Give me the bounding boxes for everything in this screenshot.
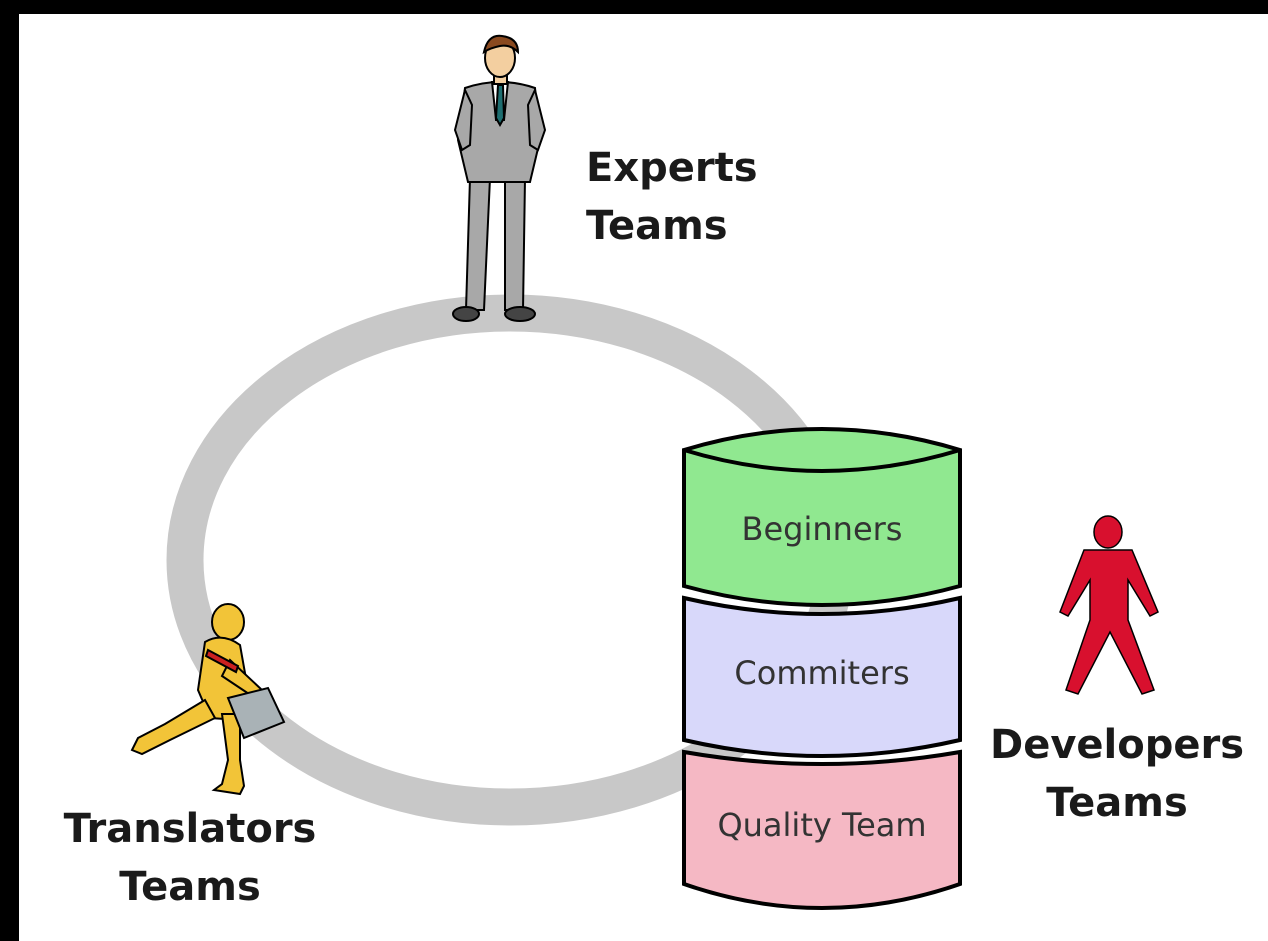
translators-label: Translators Teams xyxy=(40,800,340,916)
commiters-label: Commiters xyxy=(734,654,909,692)
commiters-band xyxy=(682,595,962,758)
translators-label-line-1: Translators xyxy=(63,806,317,852)
developer-figure-icon xyxy=(1059,515,1159,695)
stack-layer-commiters: Commiters xyxy=(682,595,962,758)
experts-label: Experts Teams xyxy=(586,139,758,255)
experts-label-line-2: Teams xyxy=(586,203,728,249)
translators-label-line-2: Teams xyxy=(119,864,261,910)
team-stack: Quality Team Commiters Beginners xyxy=(682,427,962,910)
quality-team-label: Quality Team xyxy=(717,806,926,844)
experts-label-line-1: Experts xyxy=(586,145,758,191)
stack-layer-quality-team: Quality Team xyxy=(682,749,962,910)
expert-figure-icon xyxy=(452,34,547,322)
translator-figure-icon xyxy=(130,603,286,796)
stack-layer-beginners: Beginners xyxy=(682,427,962,607)
beginners-band xyxy=(682,427,962,607)
beginners-label: Beginners xyxy=(742,510,903,548)
developers-label-line-2: Teams xyxy=(1046,780,1188,826)
developers-label: Developers Teams xyxy=(972,716,1262,832)
quality-team-band xyxy=(682,749,962,910)
developers-label-line-1: Developers xyxy=(989,722,1245,768)
